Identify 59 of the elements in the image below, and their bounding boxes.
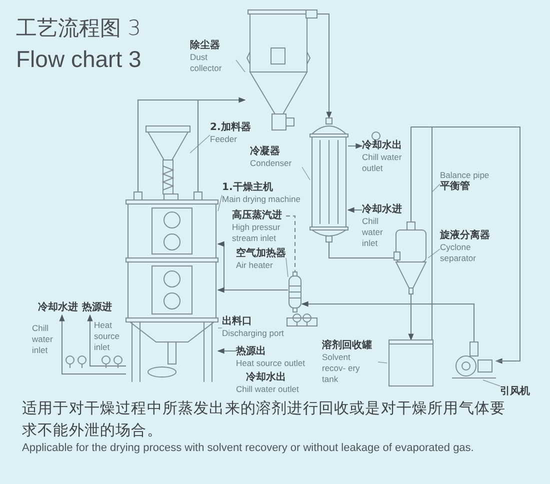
equipment-label: 平衡管 [440,181,470,193]
equipment-label: Condenser [250,158,293,169]
equipment-label: 旋液分离器 [440,230,490,242]
equipment-label: 冷却水出 [362,140,402,152]
stream-label: Heat source inlet [94,320,121,353]
equipment-label: 冷却水进 [362,204,402,216]
leader-line [432,184,440,192]
leader-line [428,248,440,258]
equipment-label: 2.加料器 [210,122,251,134]
equipment-label: 出料口 [222,316,252,328]
pipe-line [432,126,520,362]
leader-line [236,60,246,72]
stream-label: Chill water outlet [236,384,299,395]
title-text: 工艺流程图 3 [16,15,142,42]
pipe-arrow [217,348,236,354]
pipe-arrow [301,301,474,342]
equipment-label: Air heater [236,260,274,271]
equipment-label: Chill water inlet [362,216,384,249]
stream-label: 冷却水出 [246,372,286,384]
pipe-line [286,216,296,272]
pipe-arrow [348,143,363,149]
equipment-label: 热源进 [82,302,112,314]
equipment-label: 热源出 [236,346,266,358]
leader-line [302,166,310,180]
leader-line [218,194,222,212]
leader-line [286,258,288,278]
subtitle-text: Flow chart 3 [16,46,142,73]
equipment-label: 溶剂回收罐 [322,340,372,352]
caption-translation: Applicable for the drying process with solvent recovery or without leakage of evaporated gas. [22,442,474,454]
equipment-label: Chill water inlet [32,323,54,356]
pipe-arrow [138,97,246,192]
equipment-label: 冷凝器 [250,146,280,158]
equipment-label: Solvent recov- ery tank [322,352,361,385]
equipment-label: Balance pipe [440,170,490,180]
pipe-line [328,242,394,258]
equipment-label: 空气加热器 [236,248,286,260]
equipment-label: 除尘器 [190,40,220,52]
pipe-arrow [87,314,126,366]
equipment-label: High pressur stream inlet [232,222,282,244]
pipe-arrow [59,314,126,374]
leader-line [482,380,500,386]
pipe-arrow [316,14,332,119]
equipment-label: Main drying machine [222,194,302,205]
equipment-label: Dust collector [190,52,220,74]
leader-line [378,362,388,364]
pipe-arrow [408,294,414,341]
equipment-label: 1.干燥主机 [222,182,273,194]
caption-text: 适用于对干燥过程中所蒸发出来的溶剂进行回收或是对干燥所用气体要求不能外泄的场合。 [22,398,507,441]
equipment-label: Feeder [210,134,238,145]
equipment-label: Heat source outlet [236,358,306,369]
equipment-label: 高压蒸汽进 [232,210,282,222]
leader-line [190,134,210,154]
pipe-arrow [347,207,362,213]
equipment-label: Discharging port [222,328,285,339]
equipment-label: Chill water outlet [362,152,403,174]
equipment-label: 引风机 [500,386,530,398]
equipment-label: 冷却水进 [38,302,78,314]
equipment-label: Cyclone separator [440,242,477,264]
pipe-arrow [217,241,288,293]
